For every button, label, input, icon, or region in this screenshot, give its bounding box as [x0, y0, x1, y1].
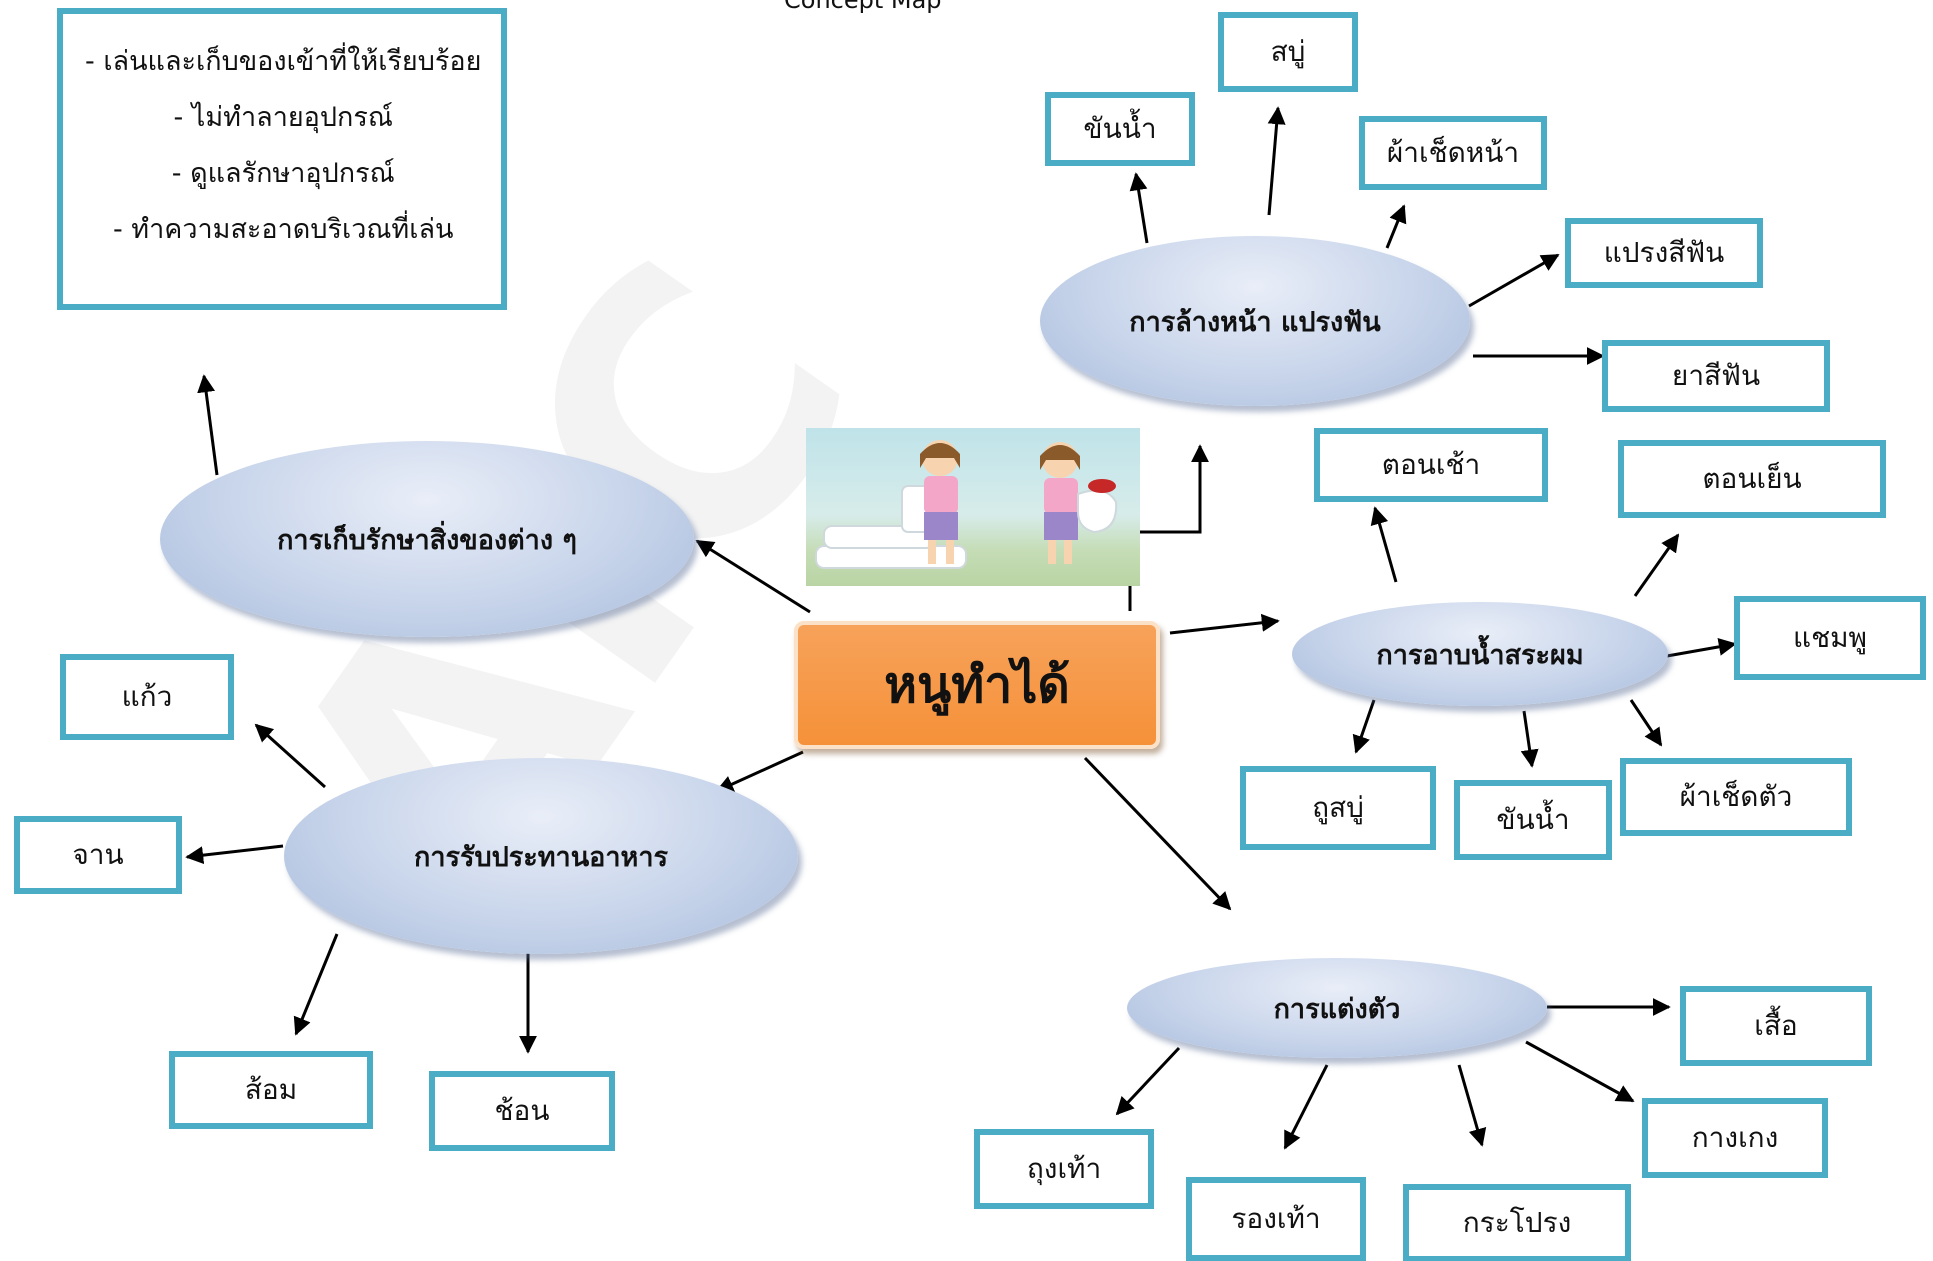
topic-bathing-hair-washing: การอาบน้ำสระผม	[1292, 602, 1668, 706]
store-item: - เล่นและเก็บของเข้าที่ให้เรียบร้อย	[85, 46, 482, 77]
arrow-wash-brush	[1468, 253, 1560, 308]
arrow-center-wash	[1128, 444, 1209, 611]
topic-eating: การรับประทานอาหาร	[284, 758, 798, 954]
store-items-box: - เล่นและเก็บของเข้าที่ให้เรียบร้อย - ไม…	[57, 8, 507, 310]
topic-storing-things: การเก็บรักษาสิ่งของต่าง ๆ	[160, 441, 694, 637]
item-skirt: กระโปรง	[1403, 1184, 1631, 1261]
arrow-eat-fork	[293, 933, 339, 1036]
arrow-wash-khan	[1129, 172, 1149, 244]
page-title: Concept Map	[784, 0, 942, 14]
arrow-center-store	[695, 539, 811, 614]
item-shampoo: แชมพู	[1734, 596, 1926, 680]
item-glass: แก้ว	[60, 654, 234, 740]
topic-wash-face-brush-teeth: การล้างหน้า แปรงฟัน	[1040, 236, 1470, 406]
arrow-eat-plate	[185, 844, 284, 865]
item-rub-soap: ถูสบู่	[1240, 766, 1436, 850]
arrow-bath-morning	[1370, 506, 1398, 583]
arrow-dress-pants	[1525, 1040, 1635, 1103]
arrow-bath-bodytowel	[1629, 699, 1663, 747]
arrow-wash-soap	[1267, 106, 1286, 216]
arrow-center-eat	[715, 750, 804, 793]
arrow-bath-rubsoap	[1352, 699, 1376, 754]
item-shoes: รองเท้า	[1186, 1177, 1366, 1261]
store-item: - ทำความสะอาดบริเวณที่เล่น	[112, 214, 454, 245]
topic-dressing: การแต่งตัว	[1127, 958, 1547, 1058]
arrow-center-bath	[1169, 613, 1280, 635]
item-soap: สบู่	[1218, 12, 1358, 92]
item-toothpaste: ยาสีฟัน	[1602, 340, 1830, 412]
arrow-dress-socks	[1115, 1046, 1181, 1116]
arrow-bath-khan	[1520, 710, 1539, 768]
item-pants: กางเกง	[1642, 1098, 1828, 1178]
item-plate: จาน	[14, 816, 182, 894]
item-morning: ตอนเช้า	[1314, 428, 1548, 502]
item-fork: ส้อม	[169, 1051, 373, 1129]
children-illustration	[806, 428, 1140, 586]
item-body-towel: ผ้าเช็ดตัว	[1620, 758, 1852, 836]
arrow-dress-shoes	[1283, 1064, 1329, 1150]
item-spoon: ช้อน	[429, 1071, 615, 1151]
item-socks: ถุงเท้า	[974, 1129, 1154, 1209]
arrow-center-dress	[1083, 756, 1232, 911]
center-topic: หนูทำได้	[794, 621, 1160, 749]
store-item: - ดูแลรักษาอุปกรณ์	[171, 158, 395, 189]
arrow-dress-skirt	[1457, 1064, 1487, 1147]
arrow-bath-shampoo	[1666, 637, 1737, 658]
item-face-towel: ผ้าเช็ดหน้า	[1359, 116, 1547, 190]
arrow-bath-evening	[1633, 533, 1680, 597]
arrow-wash-towel	[1385, 204, 1407, 249]
item-evening: ตอนเย็น	[1618, 440, 1886, 518]
item-toothbrush: แปรงสีฟัน	[1565, 218, 1763, 288]
arrow-store-box	[197, 374, 219, 476]
item-water-bowl: ขันน้ำ	[1454, 780, 1612, 860]
item-water-bowl: ขันน้ำ	[1045, 92, 1195, 166]
store-item: - ไม่ทำลายอุปกรณ์	[173, 102, 393, 133]
item-shirt: เสื้อ	[1680, 986, 1872, 1066]
arrow-eat-glass	[254, 723, 327, 789]
